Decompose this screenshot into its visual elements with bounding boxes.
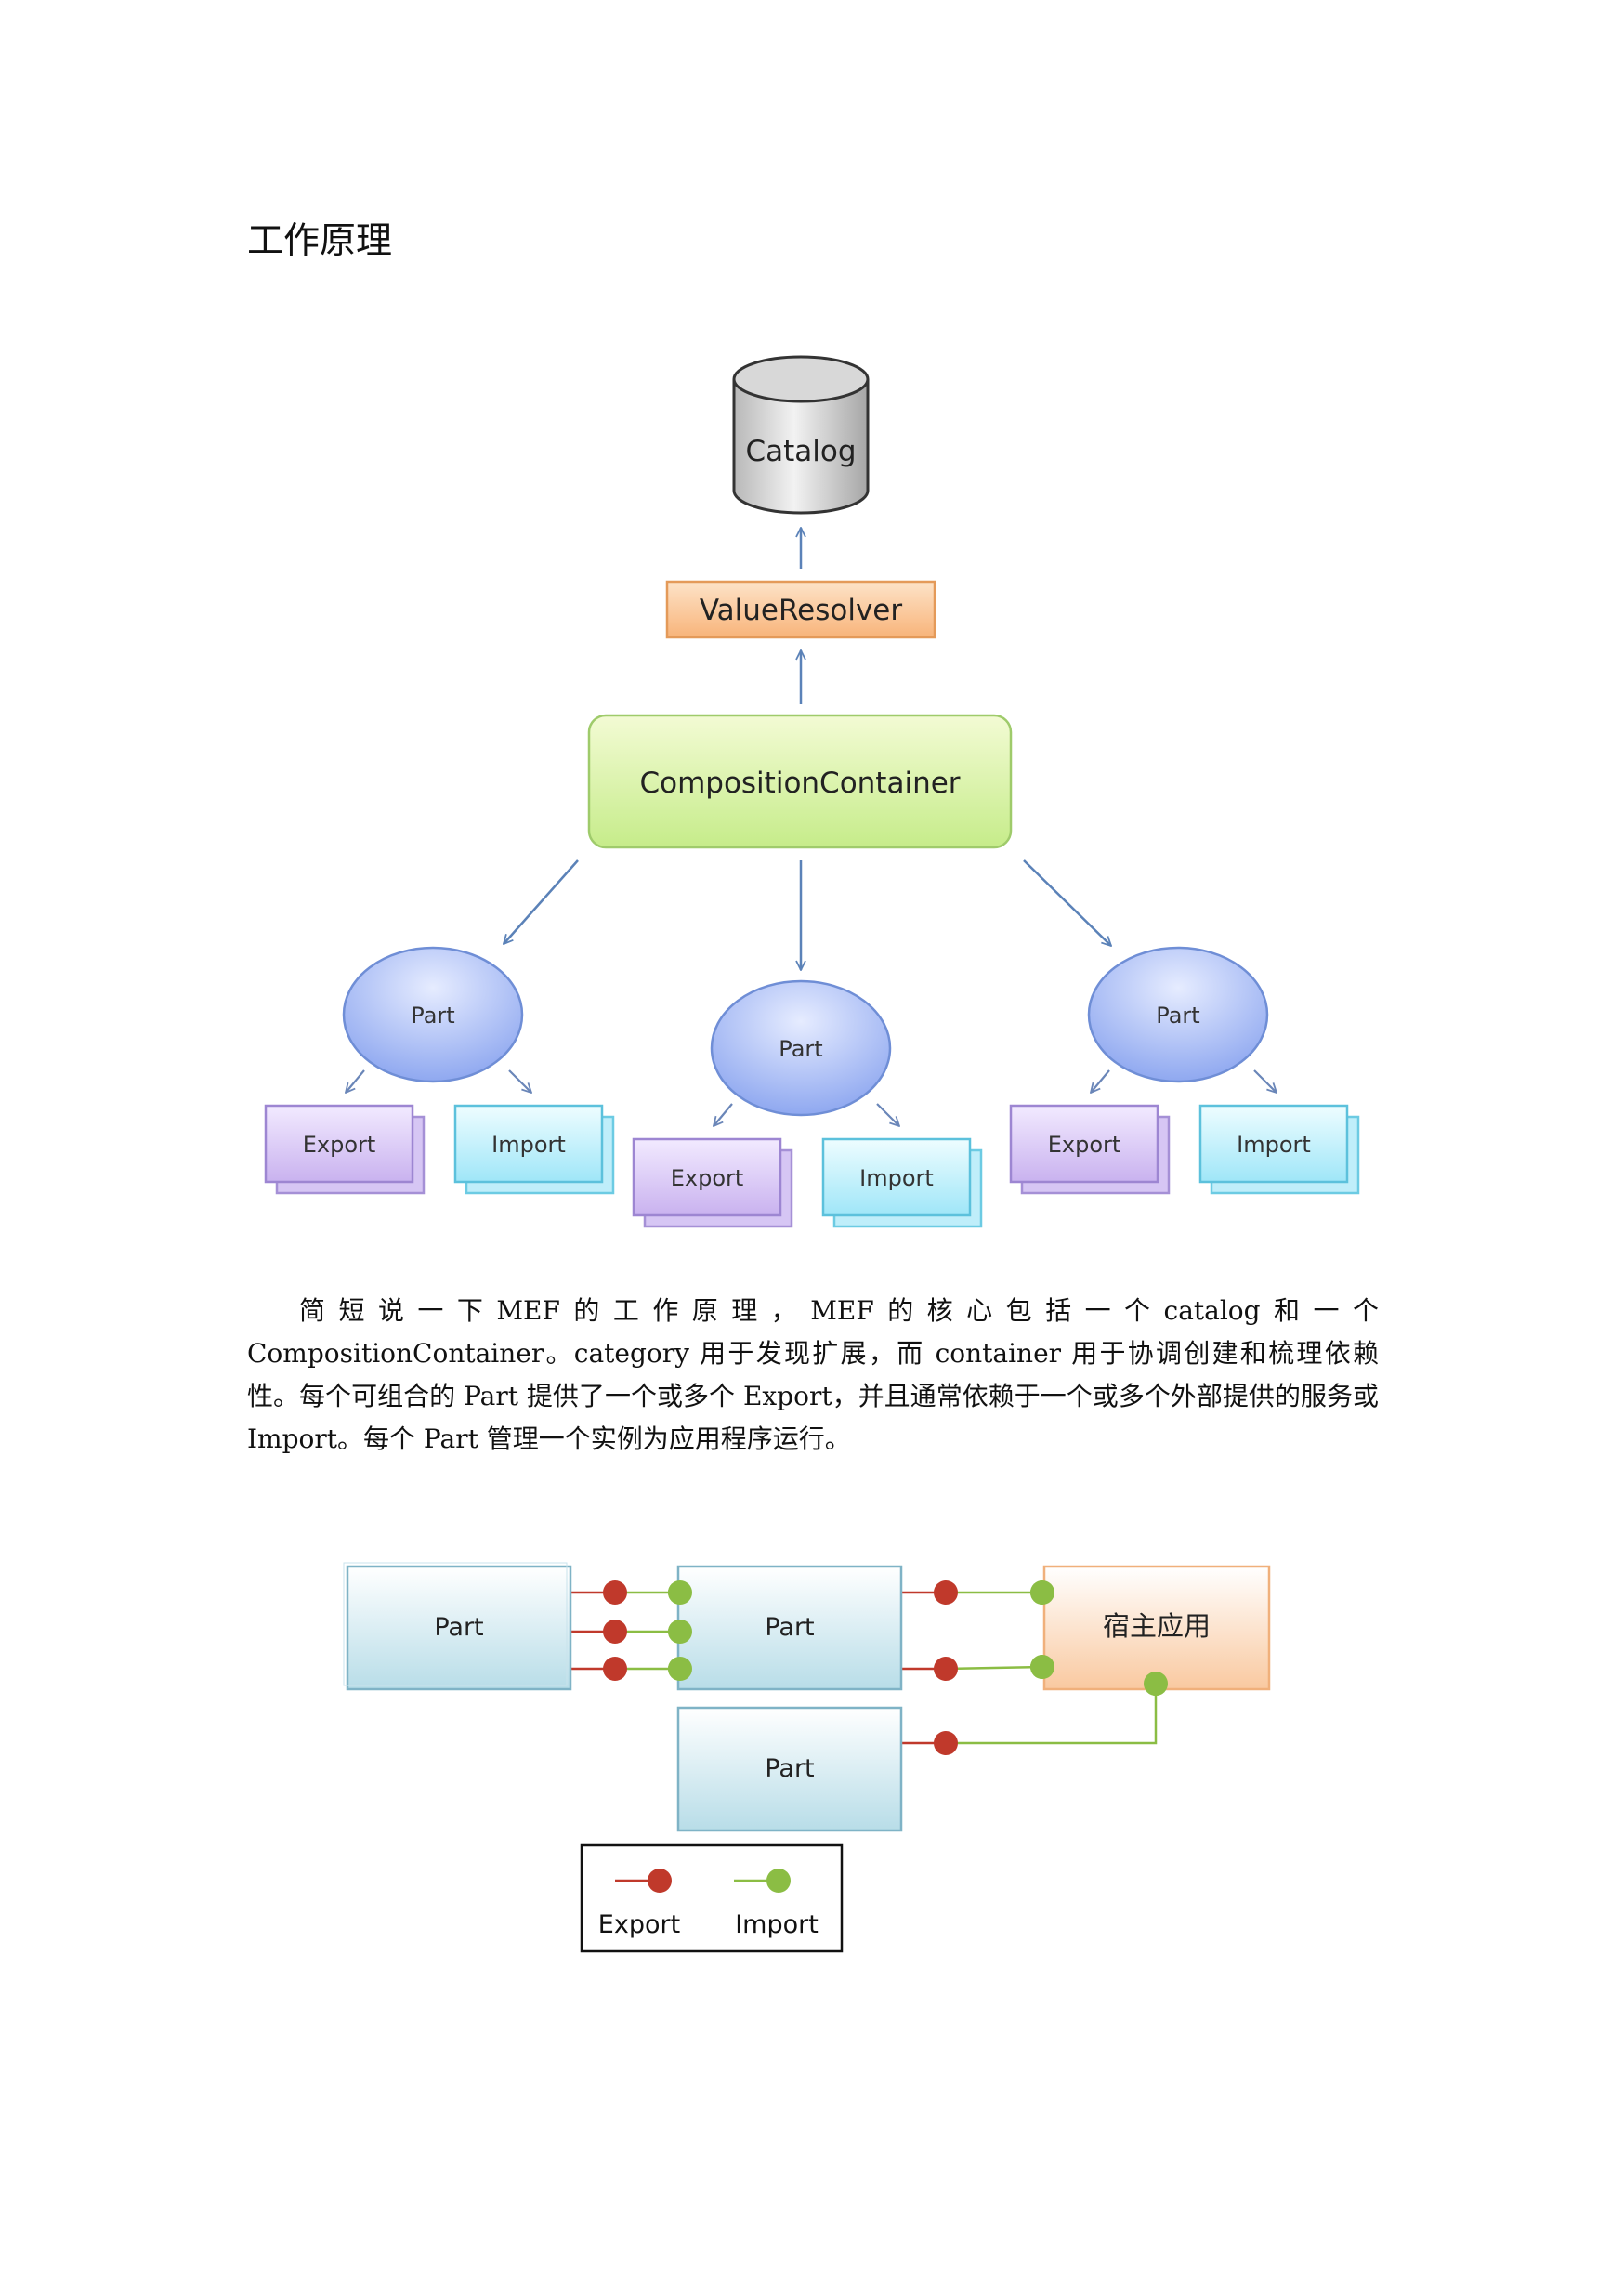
host-import-dot-mid bbox=[1030, 1655, 1054, 1679]
export-dot bbox=[934, 1580, 958, 1605]
arrow-part-center-to-export bbox=[714, 1103, 733, 1126]
partb-import-dot-3 bbox=[668, 1657, 692, 1681]
part-group-center: Part Export Import bbox=[632, 979, 983, 1228]
export-dot bbox=[934, 1657, 958, 1681]
value-resolver-box: ValueResolver bbox=[665, 580, 936, 639]
legend-box: Export Import bbox=[580, 1843, 844, 1953]
part-c-label: Part bbox=[765, 1754, 814, 1783]
export-dot bbox=[603, 1657, 627, 1681]
value-resolver-label: ValueResolver bbox=[700, 594, 902, 627]
arrow-container-to-part-right bbox=[1023, 859, 1111, 946]
arrow-container-to-part-left bbox=[504, 859, 579, 944]
arrow-part-right-to-export bbox=[1091, 1069, 1110, 1093]
legend-export-dot bbox=[648, 1869, 672, 1893]
part-ellipse-right bbox=[1087, 946, 1269, 1083]
export-label-center: Export bbox=[671, 1165, 744, 1191]
host-import-dot-top bbox=[1030, 1580, 1054, 1605]
legend-import-label: Import bbox=[735, 1910, 819, 1939]
composition-container-box: CompositionContainer bbox=[587, 714, 1013, 849]
catalog-label: Catalog bbox=[745, 435, 856, 468]
host-app-box: 宿主应用 bbox=[1042, 1565, 1271, 1691]
host-import-dot bbox=[1144, 1672, 1168, 1696]
part-label-center: Part bbox=[779, 1036, 822, 1062]
import-label-left: Import bbox=[491, 1132, 566, 1158]
legend-import-dot bbox=[766, 1869, 791, 1893]
catalog-cylinder: Catalog bbox=[732, 355, 870, 515]
legend-export-label: Export bbox=[598, 1910, 680, 1939]
part-label-left: Part bbox=[411, 1003, 454, 1029]
part-box-c: Part bbox=[676, 1706, 903, 1832]
export-dot bbox=[603, 1620, 627, 1644]
import-label-center: Import bbox=[859, 1165, 934, 1191]
part-ellipse-left bbox=[342, 946, 524, 1083]
part-group-left: Part Export Import bbox=[264, 946, 615, 1195]
part-group-right: Part Export Import bbox=[1009, 946, 1360, 1195]
host-app-label: 宿主应用 bbox=[1103, 1610, 1211, 1642]
import-label-right: Import bbox=[1237, 1132, 1311, 1158]
part-ellipse-center bbox=[710, 979, 892, 1117]
export-label-right: Export bbox=[1048, 1132, 1121, 1158]
export-label-left: Export bbox=[303, 1132, 376, 1158]
part-box-b: Part bbox=[676, 1565, 903, 1691]
arrow-part-right-to-import bbox=[1253, 1069, 1277, 1093]
part-a-label: Part bbox=[434, 1613, 483, 1642]
arrow-part-left-to-import bbox=[508, 1069, 531, 1093]
partb-import-dot-2 bbox=[668, 1620, 692, 1644]
export-dot bbox=[603, 1580, 627, 1605]
part-label-right: Part bbox=[1156, 1003, 1199, 1029]
part-box-a: Part bbox=[343, 1562, 572, 1691]
export-dot bbox=[934, 1731, 958, 1755]
composition-container-label: CompositionContainer bbox=[639, 767, 960, 800]
page-heading: 工作原理 bbox=[247, 220, 393, 262]
arrow-part-center-to-import bbox=[876, 1103, 899, 1126]
part-b-label: Part bbox=[765, 1613, 814, 1642]
body-paragraph: 简短说一下MEF的工作原理，MEF的核心包括一个catalog和一个Compos… bbox=[247, 1290, 1379, 1461]
arrow-part-left-to-export bbox=[346, 1069, 365, 1093]
partb-import-dot-1 bbox=[668, 1580, 692, 1605]
paragraph-text: 简短说一下MEF的工作原理，MEF的核心包括一个catalog和一个Compos… bbox=[247, 1295, 1379, 1454]
